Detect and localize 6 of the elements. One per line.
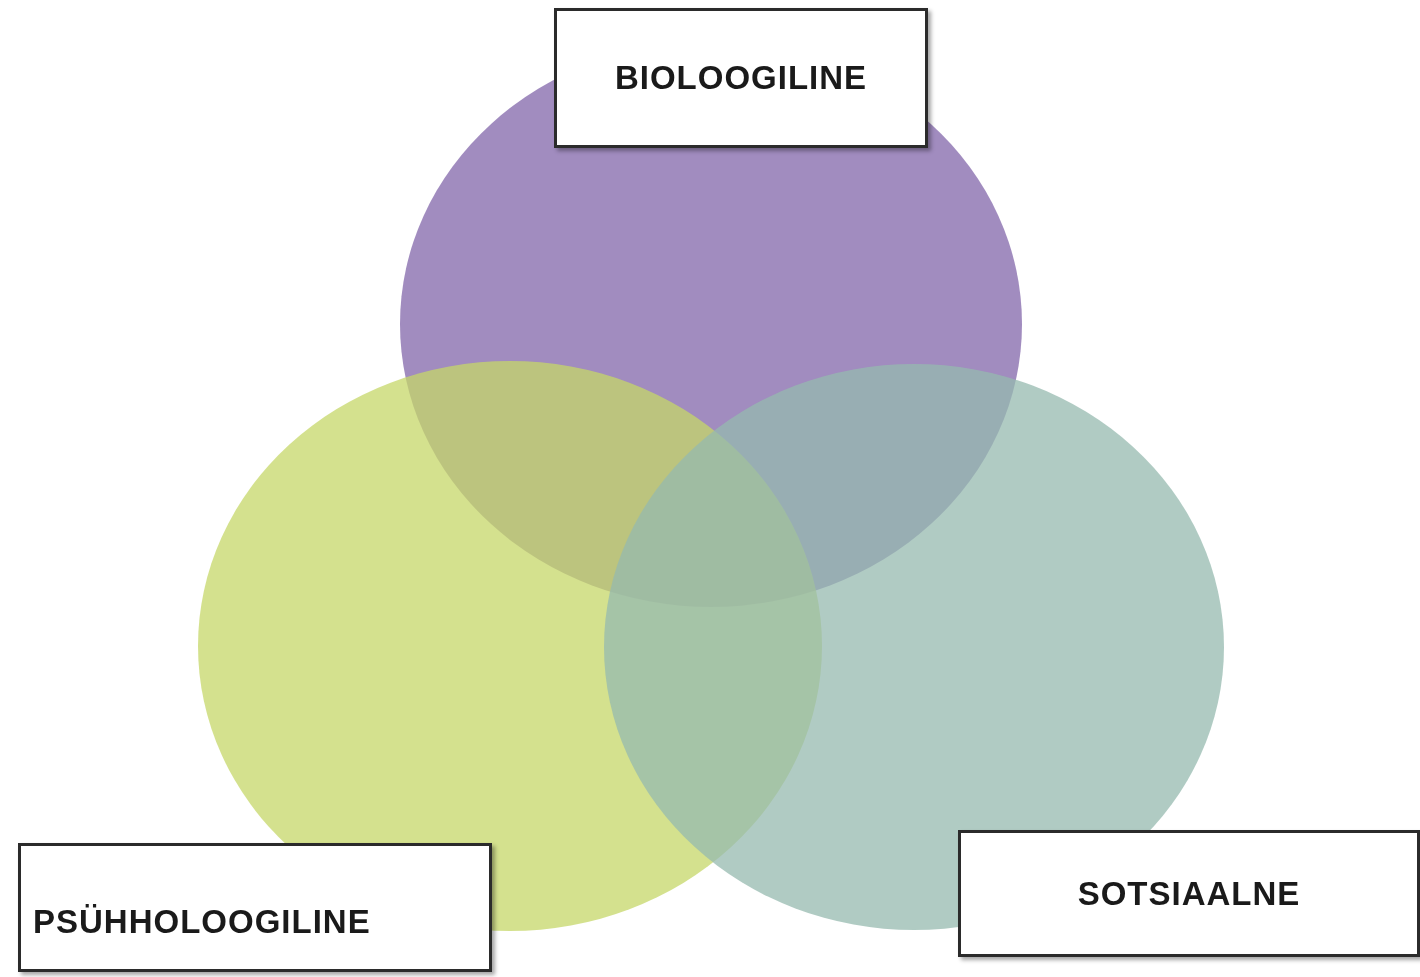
- category-label: BIOLOOGILINE: [614, 59, 868, 97]
- category-label: SOTSIAALNE: [1077, 874, 1301, 913]
- label-box: [958, 830, 1420, 957]
- category-label: PSÜHHOLOOGILINE: [33, 902, 371, 941]
- label-box: [554, 8, 928, 148]
- label-box: [18, 843, 492, 972]
